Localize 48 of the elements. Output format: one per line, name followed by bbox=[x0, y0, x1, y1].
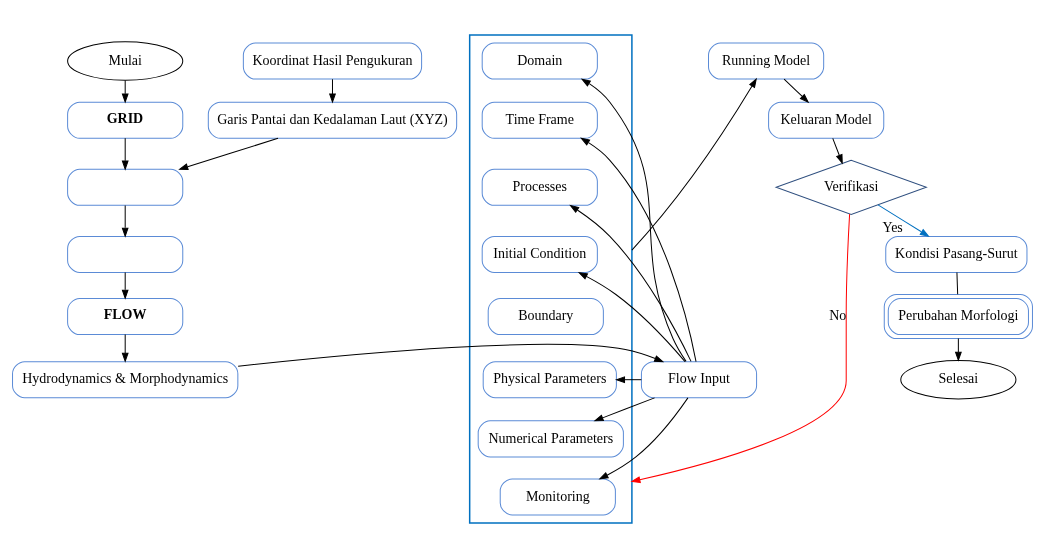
node-box: Kondisi Pasang-Surut bbox=[885, 235, 1028, 273]
node-box: Flow Input bbox=[640, 361, 758, 399]
connector bbox=[956, 272, 959, 295]
node-box bbox=[67, 168, 184, 206]
node-box: Domain bbox=[481, 42, 598, 80]
arrow bbox=[955, 338, 962, 361]
node-box: Perubahan Morfologi bbox=[883, 294, 1033, 340]
arrow bbox=[329, 78, 336, 103]
node-box: GRID bbox=[67, 101, 184, 139]
arrow bbox=[121, 79, 129, 103]
arrow bbox=[631, 78, 757, 251]
arrow bbox=[594, 397, 656, 422]
cluster bbox=[468, 34, 633, 524]
arrow bbox=[832, 137, 843, 164]
node-box: Boundary bbox=[487, 298, 604, 336]
edge-label: No bbox=[829, 307, 847, 323]
arrow bbox=[877, 204, 929, 237]
arrow bbox=[570, 205, 692, 362]
node-box: FLOW bbox=[67, 298, 184, 336]
arrow bbox=[121, 137, 129, 170]
node-box: Keluaran Model bbox=[768, 101, 885, 139]
arrow bbox=[121, 334, 129, 362]
node-ellipse: Selesai bbox=[900, 360, 1017, 400]
node-box: Koordinat Hasil Pengukuran bbox=[242, 42, 423, 80]
node-diamond: Verifikasi bbox=[775, 159, 927, 215]
node-box: Initial Condition bbox=[481, 235, 598, 273]
arrow bbox=[580, 137, 697, 363]
arrow bbox=[783, 78, 809, 103]
node-box: Processes bbox=[481, 168, 598, 206]
arrow bbox=[179, 137, 279, 170]
node-ellipse: Mulai bbox=[67, 41, 184, 81]
arrow bbox=[631, 213, 851, 484]
node-box bbox=[67, 235, 184, 273]
node-box: Numerical Parameters bbox=[477, 420, 624, 458]
arrow bbox=[121, 204, 129, 237]
node-box: Physical Parameters bbox=[482, 361, 617, 399]
edge-label: Yes bbox=[882, 219, 903, 235]
arrow bbox=[121, 272, 129, 299]
node-box: Running Model bbox=[708, 42, 825, 80]
arrow bbox=[581, 78, 687, 362]
node-box: Hydrodynamics & Morphodynamics bbox=[12, 361, 239, 399]
node-box: Garis Pantai dan Kedalaman Laut (XYZ) bbox=[207, 101, 458, 139]
arrow bbox=[616, 376, 642, 383]
arrow bbox=[599, 397, 689, 480]
arrow bbox=[578, 272, 686, 363]
node-box: Monitoring bbox=[499, 478, 616, 516]
node-box: Time Frame bbox=[481, 101, 598, 139]
arrow bbox=[237, 343, 664, 367]
